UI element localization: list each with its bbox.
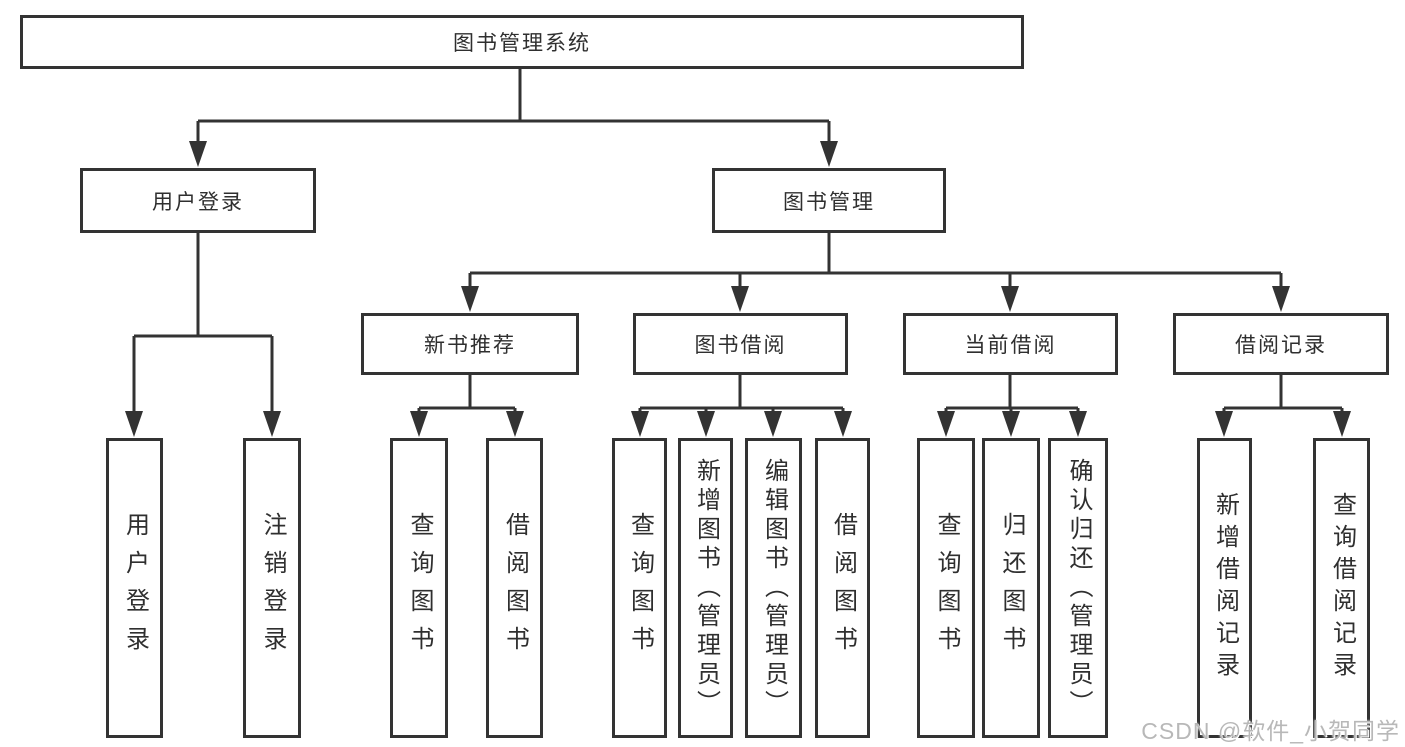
leaf-confirm-return-admin: 确认归还（管理员） bbox=[1048, 438, 1108, 738]
node-borrow-records: 借阅记录 bbox=[1173, 313, 1389, 375]
leaf-edit-book-admin: 编辑图书（管理员） bbox=[745, 438, 802, 738]
node-library-system: 图书管理系统 bbox=[20, 15, 1024, 69]
leaf-add-book-admin: 新增图书（管理员） bbox=[678, 438, 733, 738]
node-user-login: 用户登录 bbox=[80, 168, 316, 233]
leaf-add-borrow-record: 新增借阅记录 bbox=[1197, 438, 1252, 738]
watermark: CSDN @软件_小贺同学 bbox=[1141, 718, 1400, 744]
leaf-logout: 注销登录 bbox=[243, 438, 301, 738]
leaf-return-book: 归还图书 bbox=[982, 438, 1040, 738]
node-book-management: 图书管理 bbox=[712, 168, 946, 233]
leaf-query-books-recommend: 查询图书 bbox=[390, 438, 448, 738]
node-current-borrow: 当前借阅 bbox=[903, 313, 1118, 375]
leaf-user-login: 用户登录 bbox=[106, 438, 163, 738]
leaf-borrow-books: 借阅图书 bbox=[815, 438, 870, 738]
leaf-borrow-books-recommend: 借阅图书 bbox=[486, 438, 543, 738]
leaf-query-borrow-record: 查询借阅记录 bbox=[1313, 438, 1370, 738]
leaf-query-books-current: 查询图书 bbox=[917, 438, 975, 738]
leaf-query-books-borrow: 查询图书 bbox=[612, 438, 667, 738]
node-book-borrow: 图书借阅 bbox=[633, 313, 848, 375]
node-new-book-recommend: 新书推荐 bbox=[361, 313, 579, 375]
